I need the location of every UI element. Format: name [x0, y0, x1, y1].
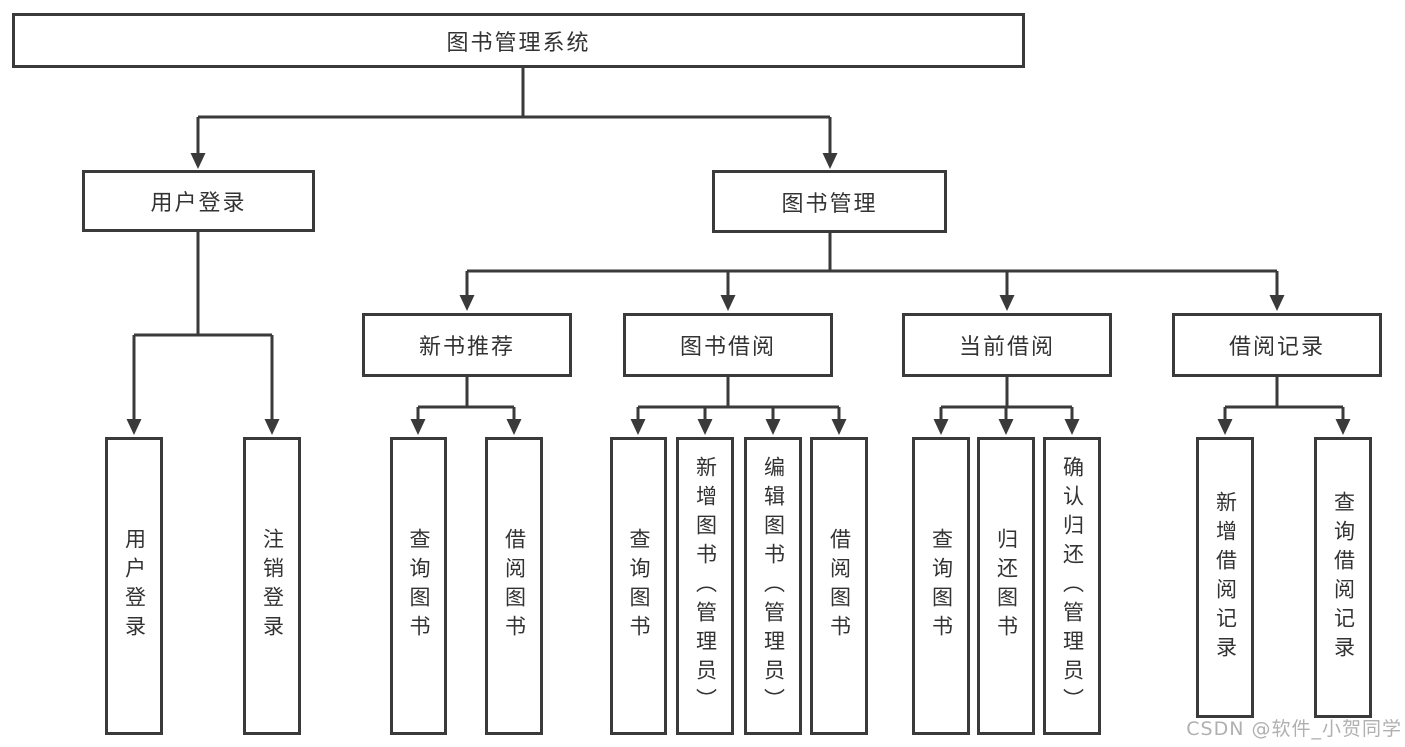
leaf-borrow-books: 借阅图书: [485, 437, 543, 735]
arrow-down-icon: [999, 295, 1015, 311]
leaf-user-login: 用户登录: [105, 437, 163, 735]
leaf-label: 查询借阅记录: [1331, 490, 1356, 665]
leaf-query-borrowing-record: 查询借阅记录: [1314, 437, 1372, 718]
arrow-down-icon: [697, 419, 713, 435]
arrow-down-icon: [1269, 295, 1285, 311]
leaf-query-books: 查询图书: [610, 437, 667, 735]
leaf-label: 查询图书: [627, 528, 651, 644]
arrow-down-icon: [720, 295, 736, 311]
node-borrowing-records: 借阅记录: [1172, 313, 1382, 377]
node-library-management-system: 图书管理系统: [12, 13, 1025, 68]
arrow-down-icon: [410, 419, 426, 435]
connector-new-book-branch: [416, 377, 516, 421]
csdn-watermark: CSDN @软件_小贺同学: [1186, 718, 1402, 740]
leaf-label: 归还图书: [994, 528, 1019, 644]
leaf-confirm-return-admin: 确认归还（管理员）: [1043, 437, 1101, 735]
arrow-down-icon: [765, 419, 781, 435]
leaf-label: 查询图书: [929, 528, 954, 644]
leaf-label: 注销登录: [260, 528, 285, 644]
arrow-down-icon: [1217, 419, 1233, 435]
arrow-down-icon: [264, 419, 280, 435]
leaf-label: 借阅图书: [827, 528, 852, 644]
leaf-add-borrowing-record: 新增借阅记录: [1196, 437, 1254, 718]
node-book-borrowing: 图书借阅: [623, 313, 833, 377]
leaf-edit-books-admin: 编辑图书（管理员）: [744, 437, 802, 735]
arrow-down-icon: [630, 419, 646, 435]
leaf-label: 新增借阅记录: [1213, 490, 1238, 665]
node-current-borrowing: 当前借阅: [902, 313, 1112, 377]
arrow-down-icon: [822, 153, 838, 169]
leaf-label: 借阅图书: [502, 528, 527, 644]
leaf-label: 确认归还（管理员）: [1060, 455, 1085, 717]
arrow-down-icon: [506, 419, 522, 435]
arrow-down-icon: [1335, 419, 1351, 435]
leaf-query-books: 查询图书: [912, 437, 970, 735]
arrow-down-icon: [1064, 419, 1080, 435]
leaf-label: 编辑图书（管理员）: [761, 455, 786, 717]
connector-user-login-branch: [132, 232, 274, 421]
arrow-down-icon: [459, 295, 475, 311]
leaf-label: 新增图书（管理员）: [693, 455, 718, 717]
connector-borrowing-records-branch: [1223, 377, 1345, 421]
leaf-label: 查询图书: [407, 528, 431, 644]
arrow-down-icon: [190, 153, 206, 169]
leaf-return-books: 归还图书: [977, 437, 1035, 735]
arrow-down-icon: [831, 419, 847, 435]
arrow-down-icon: [126, 419, 142, 435]
node-user-login: 用户登录: [82, 170, 315, 232]
arrow-down-icon: [998, 419, 1014, 435]
leaf-logout: 注销登录: [243, 437, 301, 735]
connector-root-branch: [196, 68, 832, 157]
leaf-query-books: 查询图书: [390, 437, 447, 735]
arrow-down-icon: [933, 419, 949, 435]
leaf-borrow-books: 借阅图书: [810, 437, 868, 735]
connector-book-management-branch: [465, 233, 1279, 297]
leaf-add-books-admin: 新增图书（管理员）: [676, 437, 734, 735]
leaf-label: 用户登录: [122, 528, 147, 644]
node-book-management: 图书管理: [712, 170, 947, 233]
connector-book-borrowing-branch: [636, 377, 841, 421]
node-new-book-recommendation: 新书推荐: [362, 313, 572, 377]
connector-current-borrowing-branch: [939, 377, 1074, 421]
